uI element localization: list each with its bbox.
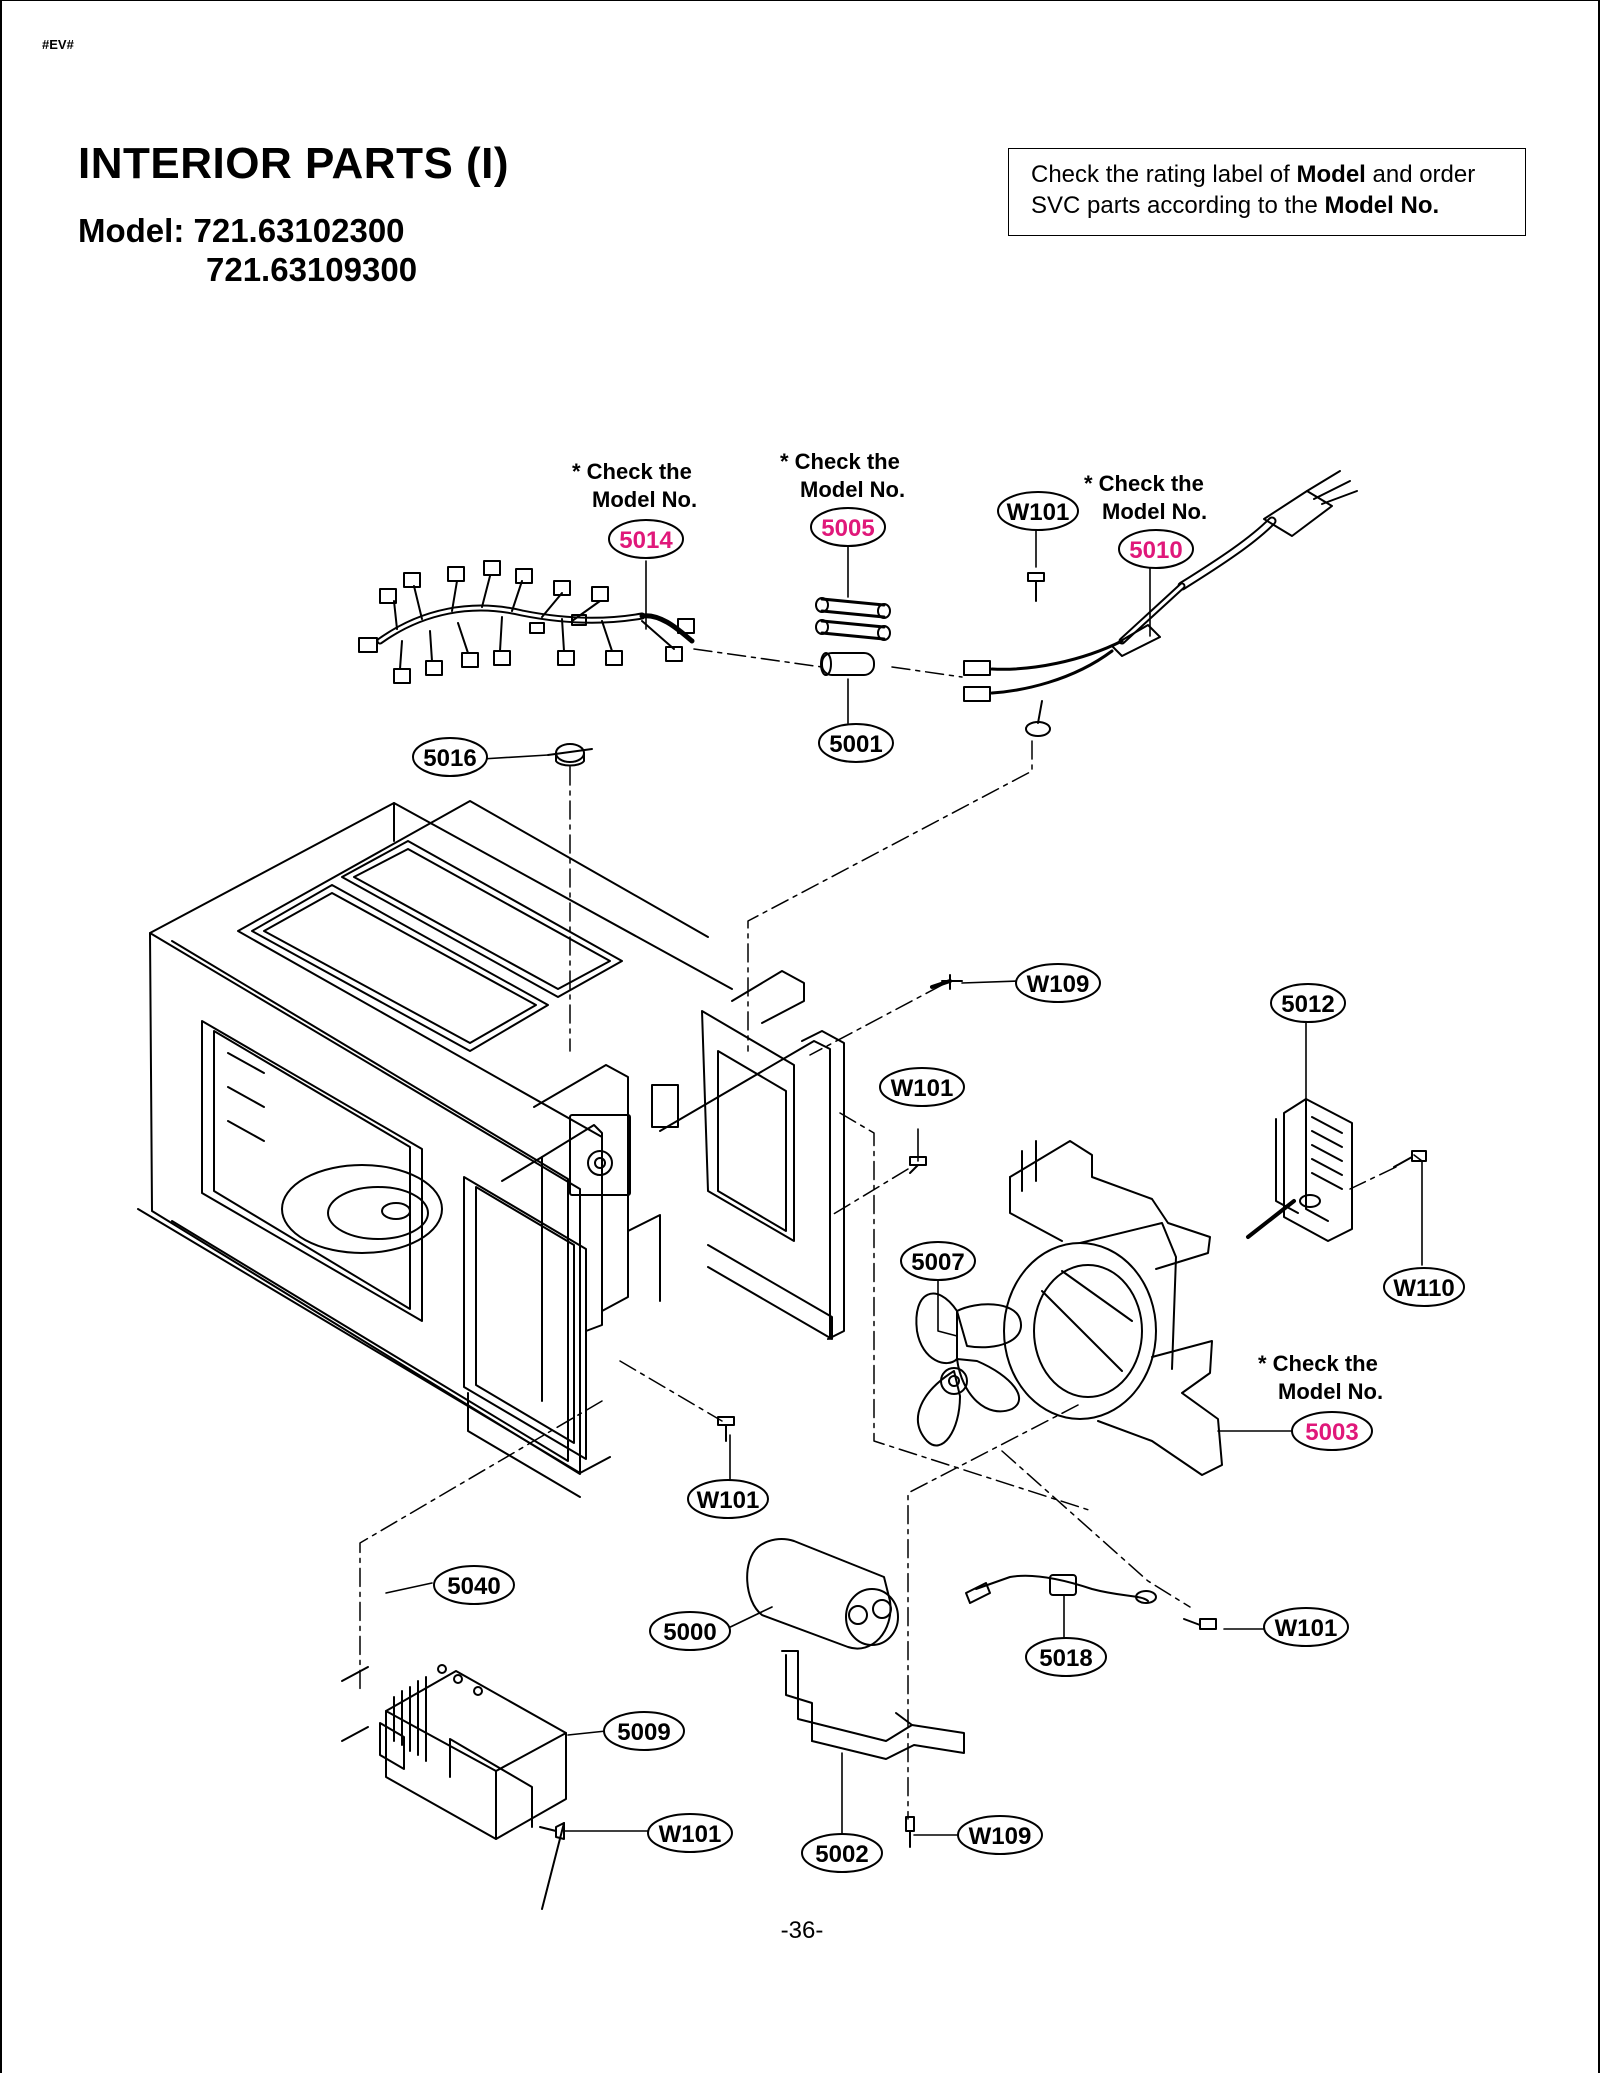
callout-5005[interactable]: 5005	[810, 507, 886, 547]
callout-w110[interactable]: W110	[1383, 1267, 1465, 1307]
thermostat-drawing	[547, 743, 593, 767]
fan-assembly-drawing	[915, 1098, 1353, 1476]
oven-cavity-drawing	[137, 800, 845, 1498]
callout-5001[interactable]: 5001	[818, 723, 894, 763]
assembly-guide-lines	[359, 648, 1397, 1820]
wire-harness-drawing	[358, 560, 695, 684]
check-model-notes: * Check the Model No. * Check the Model …	[572, 449, 1383, 1404]
note-5014-line1: * Check the	[572, 459, 692, 484]
part-callouts: 5014 5005 5010 W101 5001 5016	[412, 491, 1465, 1873]
svg-text:W101: W101	[659, 1821, 722, 1848]
callout-5016[interactable]: 5016	[412, 737, 488, 777]
page-title: INTERIOR PARTS (I)	[78, 139, 510, 188]
doc-tag: #EV#	[42, 37, 74, 52]
callout-5014[interactable]: 5014	[608, 519, 684, 559]
notice-bold-1: Model	[1296, 161, 1366, 188]
callout-5009[interactable]: 5009	[603, 1711, 685, 1751]
svg-text:5040: 5040	[447, 1573, 500, 1600]
note-5005-line2: Model No.	[800, 477, 905, 502]
callout-w101-fan[interactable]: W101	[879, 1067, 965, 1107]
fuse-drawing	[815, 597, 891, 676]
callout-5010[interactable]: 5010	[1118, 529, 1194, 569]
screws	[539, 572, 1427, 1848]
callout-w109-top[interactable]: W109	[1015, 963, 1101, 1003]
capacitor-bracket-diode-drawing	[746, 1538, 1157, 1760]
note-5014-line2: Model No.	[592, 487, 697, 512]
note-5003-line2: Model No.	[1278, 1379, 1383, 1404]
svg-text:W109: W109	[1027, 971, 1090, 998]
notice-text-3: SVC parts according to the	[1031, 192, 1325, 219]
notice-text-2: and order	[1365, 161, 1476, 188]
callout-5000[interactable]: 5000	[649, 1611, 731, 1651]
svg-text:5014: 5014	[619, 527, 673, 554]
svg-text:5007: 5007	[911, 1249, 964, 1276]
rating-label-notice: Check the rating label of Model and orde…	[1008, 148, 1526, 236]
callout-5007[interactable]: 5007	[900, 1241, 976, 1281]
svg-text:5018: 5018	[1039, 1645, 1092, 1672]
callout-w101-cavity[interactable]: W101	[687, 1479, 769, 1519]
power-cord-drawing	[963, 470, 1358, 737]
note-5005-line1: * Check the	[780, 449, 900, 474]
svg-text:5012: 5012	[1281, 991, 1334, 1018]
callout-5003[interactable]: 5003	[1291, 1411, 1373, 1451]
note-5003-line1: * Check the	[1258, 1351, 1378, 1376]
callout-5040[interactable]: 5040	[433, 1565, 515, 1605]
notice-bold-2: Model No.	[1324, 192, 1440, 219]
model-numbers: Model: 721.63102300 721.63109300	[78, 211, 417, 289]
model-line-1: Model: 721.63102300	[78, 212, 405, 249]
callout-w101-cord[interactable]: W101	[997, 491, 1079, 531]
svg-text:5016: 5016	[423, 745, 476, 772]
svg-text:5000: 5000	[663, 1619, 716, 1646]
callout-w101-magnetron[interactable]: W101	[647, 1813, 733, 1853]
svg-text:5010: 5010	[1129, 537, 1182, 564]
svg-text:5005: 5005	[821, 515, 874, 542]
svg-text:W101: W101	[1275, 1615, 1338, 1642]
callout-w101-diode[interactable]: W101	[1263, 1607, 1349, 1647]
magnetron-drawing	[341, 1664, 567, 1910]
note-5010-line1: * Check the	[1084, 471, 1204, 496]
callout-5018[interactable]: 5018	[1025, 1637, 1107, 1677]
callout-5002[interactable]: 5002	[801, 1833, 883, 1873]
callout-5012[interactable]: 5012	[1270, 983, 1346, 1023]
svg-text:W101: W101	[1007, 499, 1070, 526]
notice-text-1: Check the rating label of	[1031, 161, 1297, 188]
page-number: -36-	[780, 1917, 824, 1944]
svg-text:W109: W109	[969, 1823, 1032, 1850]
svg-text:5003: 5003	[1305, 1419, 1358, 1446]
svg-text:W110: W110	[1393, 1275, 1454, 1302]
model-line-2: 721.63109300	[206, 251, 418, 288]
svg-text:5009: 5009	[617, 1719, 670, 1746]
svg-text:W101: W101	[697, 1487, 760, 1514]
callout-w109-bottom[interactable]: W109	[957, 1815, 1043, 1855]
svg-text:W101: W101	[891, 1075, 954, 1102]
svg-text:5002: 5002	[815, 1841, 868, 1868]
svg-text:5001: 5001	[829, 731, 882, 758]
leader-lines	[385, 518, 1423, 1850]
note-5010-line2: Model No.	[1102, 499, 1207, 524]
